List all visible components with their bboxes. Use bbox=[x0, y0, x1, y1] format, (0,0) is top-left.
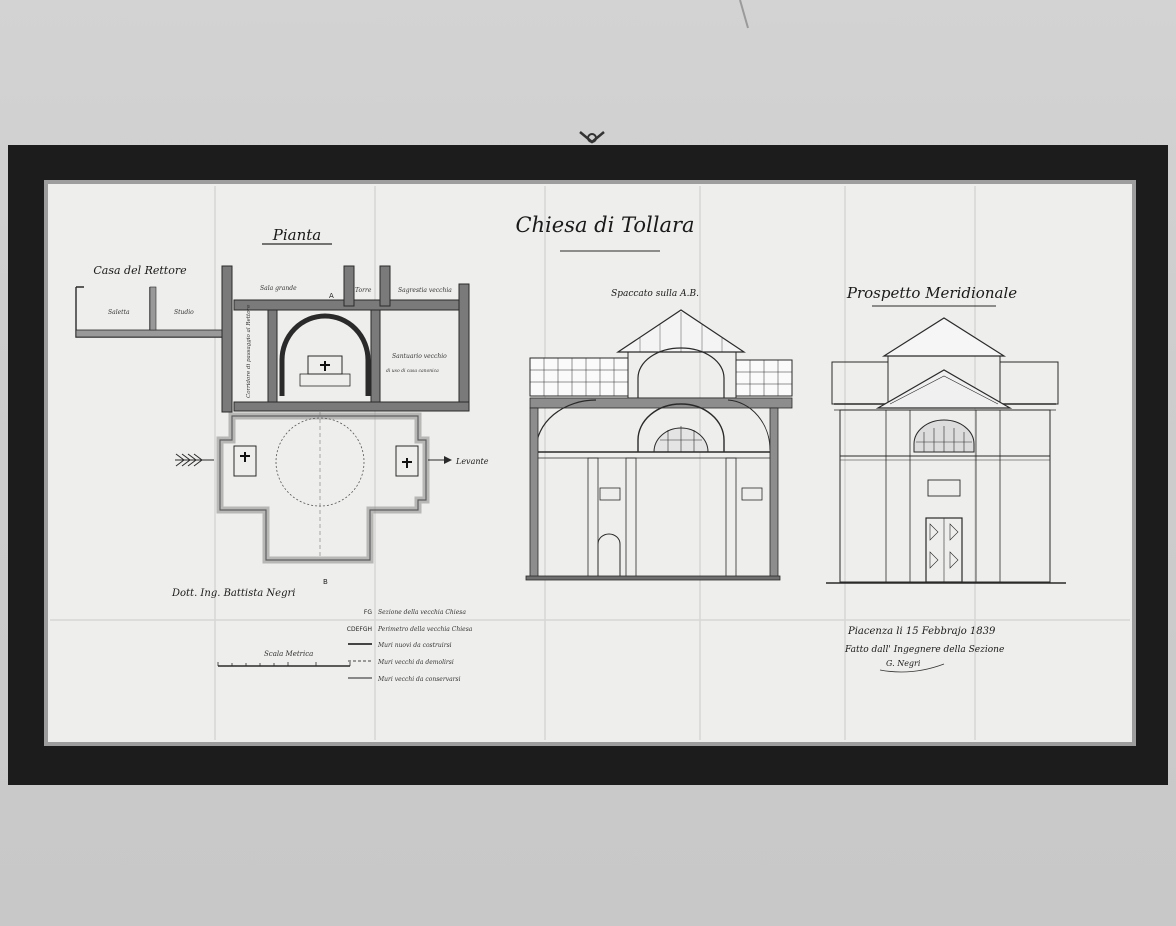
west-arrow-icon bbox=[175, 453, 214, 467]
legend: FG Sezione della vecchia Chiesa CDEFGH P… bbox=[347, 609, 473, 683]
legend-code-2: CDEFGH bbox=[347, 626, 372, 633]
south-elevation-drawing bbox=[826, 317, 1066, 584]
drawing-title: Chiesa di Tollara bbox=[515, 213, 694, 237]
plan-heading: Pianta bbox=[272, 226, 321, 244]
elevation-heading: Prospetto Meridionale bbox=[846, 284, 1017, 302]
scale-label: Scala Metrica bbox=[264, 650, 313, 658]
author-signature: Dott. Ing. Battista Negri bbox=[171, 588, 295, 599]
engineer-signature: G. Negri bbox=[886, 659, 921, 668]
east-arrow-icon bbox=[428, 456, 452, 464]
legend-text-5: Muri vecchi da conservarsi bbox=[377, 676, 461, 683]
floor-plan: Casa del Rettore Saletta Studio Sala gra… bbox=[75, 264, 489, 586]
section-heading: Spaccato sulla A.B. bbox=[611, 289, 699, 299]
legend-code-1: FG bbox=[364, 609, 372, 616]
left-chapel-cross-icon bbox=[240, 452, 250, 462]
drawing-paper bbox=[48, 184, 1132, 742]
hanging-hook-icon bbox=[579, 131, 605, 144]
room-studio-label: Studio bbox=[174, 309, 194, 316]
legend-text-4: Muri vecchi da demolirsi bbox=[377, 659, 454, 666]
room-santuario-note: di uso di casa canonica bbox=[386, 368, 439, 374]
room-santuario-label: Santuario vecchio bbox=[392, 353, 447, 360]
room-torre-label: Torre bbox=[355, 287, 372, 294]
room-corridor-label: Corridore di passaggio al Rettore bbox=[246, 304, 252, 398]
date-line: Piacenza li 15 Febbrajo 1839 bbox=[847, 626, 996, 637]
wall-crease bbox=[739, 0, 749, 29]
east-label: Levante bbox=[455, 457, 489, 466]
legend-text-3: Muri nuovi da costruirsi bbox=[377, 642, 452, 649]
plan-point-a: A bbox=[329, 292, 334, 300]
cross-section-drawing bbox=[525, 309, 793, 581]
plan-neighbour-label: Casa del Rettore bbox=[93, 264, 187, 277]
room-saletta-label: Saletta bbox=[108, 309, 130, 316]
paper-folds bbox=[50, 186, 1130, 740]
altar-cross-icon bbox=[320, 361, 330, 371]
plan-point-b: B bbox=[323, 578, 328, 586]
legend-text-2: Perimetro della vecchia Chiesa bbox=[377, 626, 473, 633]
room-sagrestia-label: Sagrestia vecchia bbox=[398, 287, 452, 294]
right-chapel-cross-icon bbox=[402, 458, 412, 468]
made-by-line: Fatto dall' Ingegnere della Sezione bbox=[844, 645, 1004, 655]
metric-scale-bar: Scala Metrica bbox=[217, 650, 351, 667]
legend-text-1: Sezione della vecchia Chiesa bbox=[378, 609, 466, 616]
room-sala-label: Sala grande bbox=[260, 285, 297, 292]
